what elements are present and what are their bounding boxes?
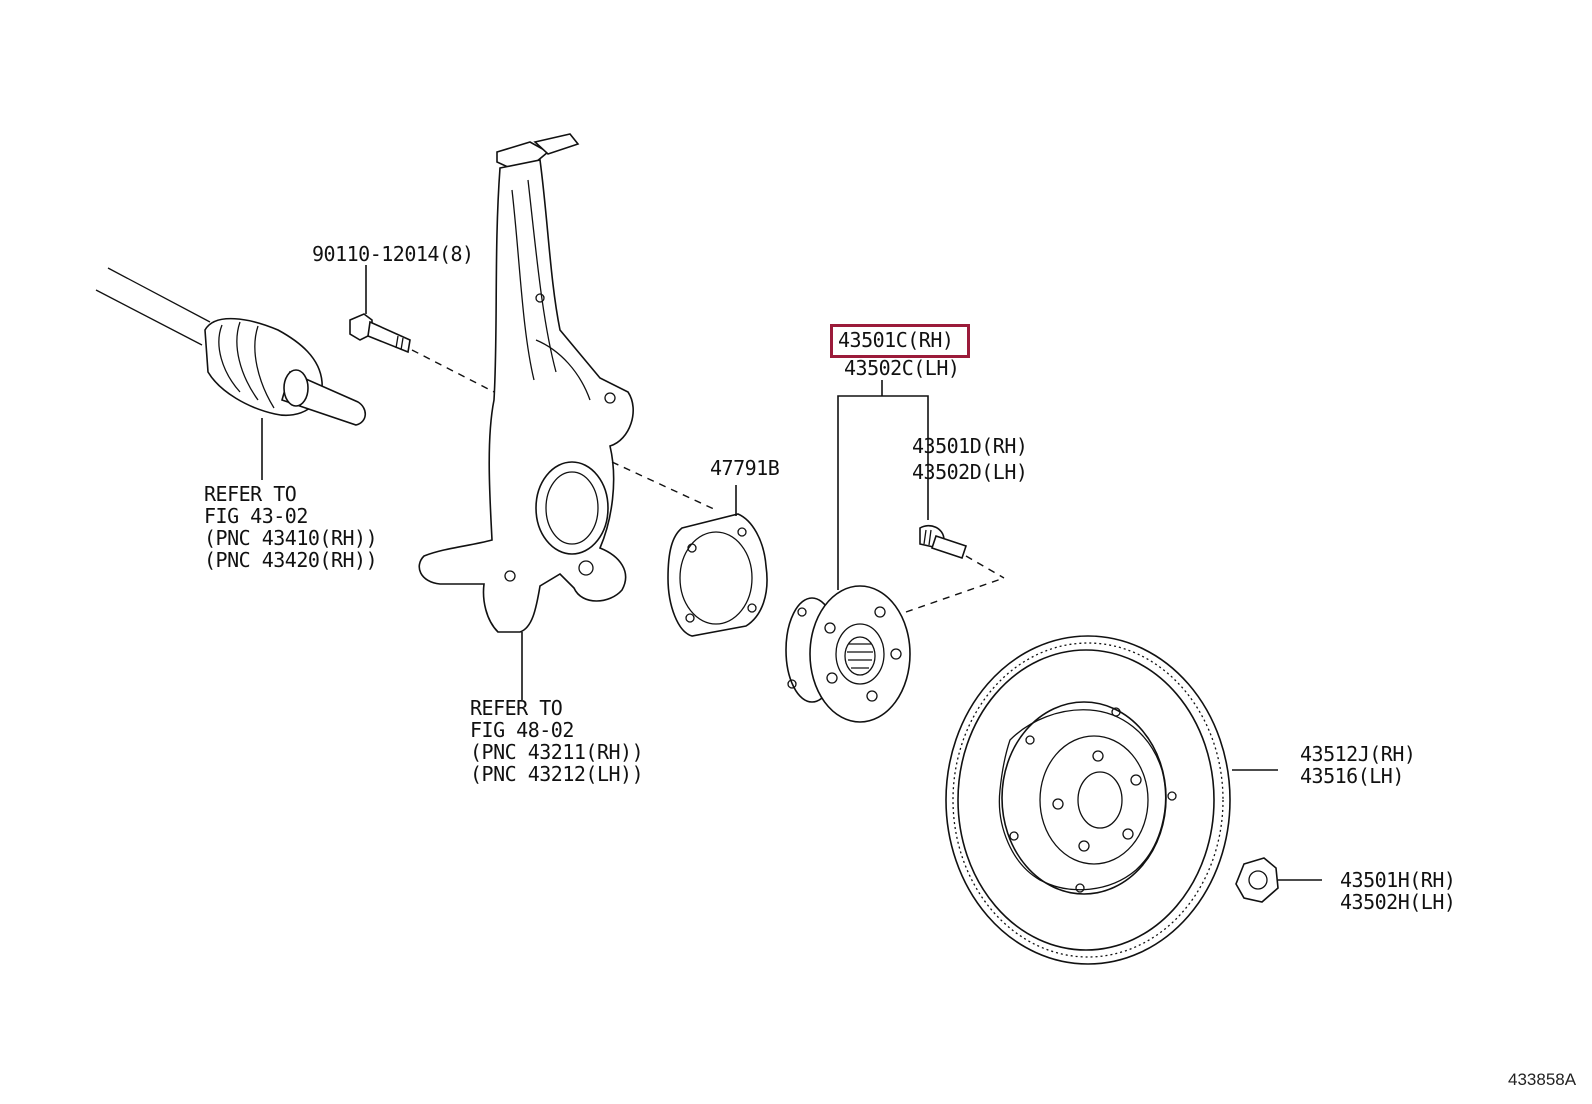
disc-rh-callout[interactable]: 43512J(RH) [1300,742,1416,766]
shaft-refer-4[interactable]: (PNC 43420(RH)) [204,548,378,572]
selected-part-highlight [830,324,970,358]
gasket[interactable] [667,513,768,637]
hub-dash [905,577,1005,613]
steering-knuckle[interactable] [418,133,634,633]
knuckle-refer-2[interactable]: FIG 48-02 [470,718,574,742]
nut-rh-callout[interactable]: 43501H(RH) [1340,868,1456,892]
shaft-refer-2[interactable]: FIG 43-02 [204,504,308,528]
knuckle-bolt[interactable] [349,313,411,354]
hub-rh-callout[interactable]: 43501C(RH) [838,328,954,352]
drive-shaft[interactable] [95,267,367,426]
hub-nut[interactable] [1235,857,1279,903]
stud-dash [965,555,1005,579]
knuckle-dash [611,461,717,511]
hub-lh-callout[interactable]: 43502C(LH) [844,356,960,380]
knuckle-refer-1: REFER TO [470,696,563,720]
brake-disc[interactable] [945,635,1231,965]
knuckle-refer-3[interactable]: (PNC 43211(RH)) [470,740,644,764]
stud-lh-callout[interactable]: 43502D(LH) [912,460,1028,484]
gasket-callout[interactable]: 47791B [710,456,780,480]
shaft-refer-1: REFER TO [204,482,297,506]
hub-bracket [837,395,929,590]
bolt-callout[interactable]: 90110-12014(8) [312,242,474,266]
knuckle-refer-4[interactable]: (PNC 43212(LH)) [470,762,644,786]
bolt-dash [411,349,501,396]
hub-bearing[interactable] [785,585,911,723]
nut-lh-callout[interactable]: 43502H(LH) [1340,890,1456,914]
hub-stud[interactable] [919,524,968,560]
shaft-refer-3[interactable]: (PNC 43410(RH)) [204,526,378,550]
stud-rh-callout[interactable]: 43501D(RH) [912,434,1028,458]
figure-id: 433858A [1508,1070,1577,1089]
disc-lh-callout[interactable]: 43516(LH) [1300,764,1404,788]
